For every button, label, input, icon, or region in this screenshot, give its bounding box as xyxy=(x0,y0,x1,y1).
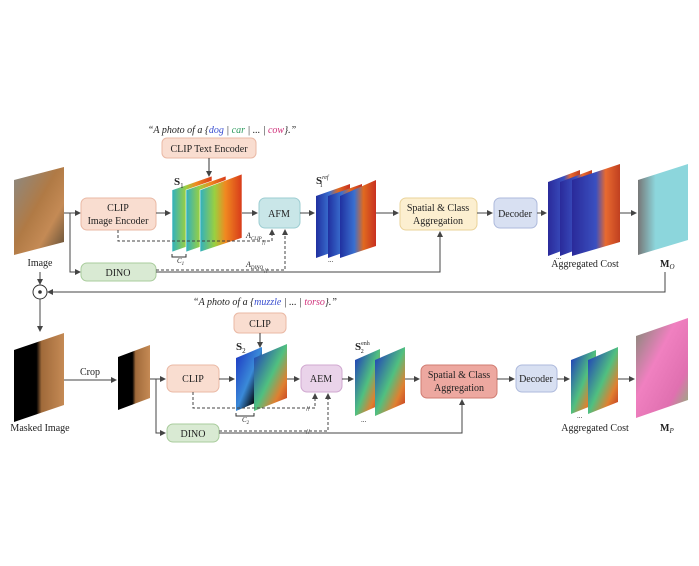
svg-text:Aggregation: Aggregation xyxy=(413,216,463,227)
a-dino-label: ADINO xyxy=(245,260,264,271)
svg-text:Aggregation: Aggregation xyxy=(434,383,484,394)
svg-text:...: ... xyxy=(361,416,367,424)
stop-grad-mark: // xyxy=(262,239,266,247)
image-label: Image xyxy=(28,258,54,269)
part-mask-output xyxy=(636,318,688,418)
input-image xyxy=(14,167,64,255)
aggregated-cost-label-top: Aggregated Cost xyxy=(551,259,619,270)
aggregated-cost-bottom: ... xyxy=(571,347,618,420)
stop-grad-mark: // xyxy=(306,428,310,436)
dino-box-top: DINO xyxy=(80,262,157,282)
s1-label: S1 xyxy=(174,176,184,190)
svg-text:AFM: AFM xyxy=(268,209,290,220)
top-prompt: “A photo of a {dog | car | ... | cow}.” xyxy=(148,125,297,136)
svg-text:Image Encoder: Image Encoder xyxy=(88,216,149,227)
s2-cost-volume: S2 C2 xyxy=(235,341,287,426)
svg-text:CLIP: CLIP xyxy=(107,203,129,214)
s1-cost-volume: S1 C1 xyxy=(171,173,243,267)
svg-text:Decoder: Decoder xyxy=(519,374,554,385)
clip-text-box-bottom: CLIP xyxy=(233,312,287,334)
aggregated-cost-label-bottom: Aggregated Cost xyxy=(561,423,629,434)
svg-text:CLIP Text Encoder: CLIP Text Encoder xyxy=(170,144,248,155)
svg-text:Spatial & Class: Spatial & Class xyxy=(407,203,469,214)
masked-image xyxy=(14,333,64,422)
svg-text:DINO: DINO xyxy=(106,268,131,279)
c1-label: C1 xyxy=(177,257,184,267)
masked-image-label: Masked Image xyxy=(10,423,70,434)
mp-label: MP xyxy=(660,423,674,435)
dino-box-bottom: DINO xyxy=(166,423,220,443)
aem-box: AEM xyxy=(300,364,343,393)
crop-label: Crop xyxy=(80,367,100,378)
bottom-prompt: “A photo of a {muzzle | ... | torso}.” xyxy=(193,297,337,308)
spatial-class-aggregation-box-top: Spatial & Class Aggregation xyxy=(399,197,478,231)
svg-text:...: ... xyxy=(577,412,583,420)
stop-grad-mark: // xyxy=(306,405,310,413)
aggregated-cost-top: ... xyxy=(548,164,620,261)
stop-grad-mark: // xyxy=(264,267,268,275)
svg-text:DINO: DINO xyxy=(181,429,206,440)
svg-text:...: ... xyxy=(556,253,562,261)
clip-text-encoder-box: CLIP Text Encoder xyxy=(161,137,257,159)
svg-text:Decoder: Decoder xyxy=(498,209,533,220)
svg-text:CLIP: CLIP xyxy=(182,374,204,385)
clip-box-bottom: CLIP xyxy=(166,364,220,393)
object-mask-output xyxy=(638,164,688,255)
cropped-image xyxy=(118,345,150,410)
a-clip-label: ACLIP xyxy=(245,231,262,242)
svg-text:Spatial & Class: Spatial & Class xyxy=(428,370,490,381)
c2-label: C2 xyxy=(242,416,250,426)
afm-box: AFM xyxy=(258,197,301,229)
spatial-class-aggregation-box-bottom: Spatial & Class Aggregation xyxy=(420,364,498,399)
svg-text:CLIP: CLIP xyxy=(249,319,271,330)
s2-label: S2 xyxy=(236,341,246,355)
decoder-box-bottom: Decoder xyxy=(515,364,558,393)
clip-image-encoder-box: CLIP Image Encoder xyxy=(80,197,157,231)
decoder-box-top: Decoder xyxy=(493,197,538,229)
mo-label: MO xyxy=(660,259,675,271)
svg-text:AEM: AEM xyxy=(310,374,332,385)
svg-text:...: ... xyxy=(328,256,334,264)
